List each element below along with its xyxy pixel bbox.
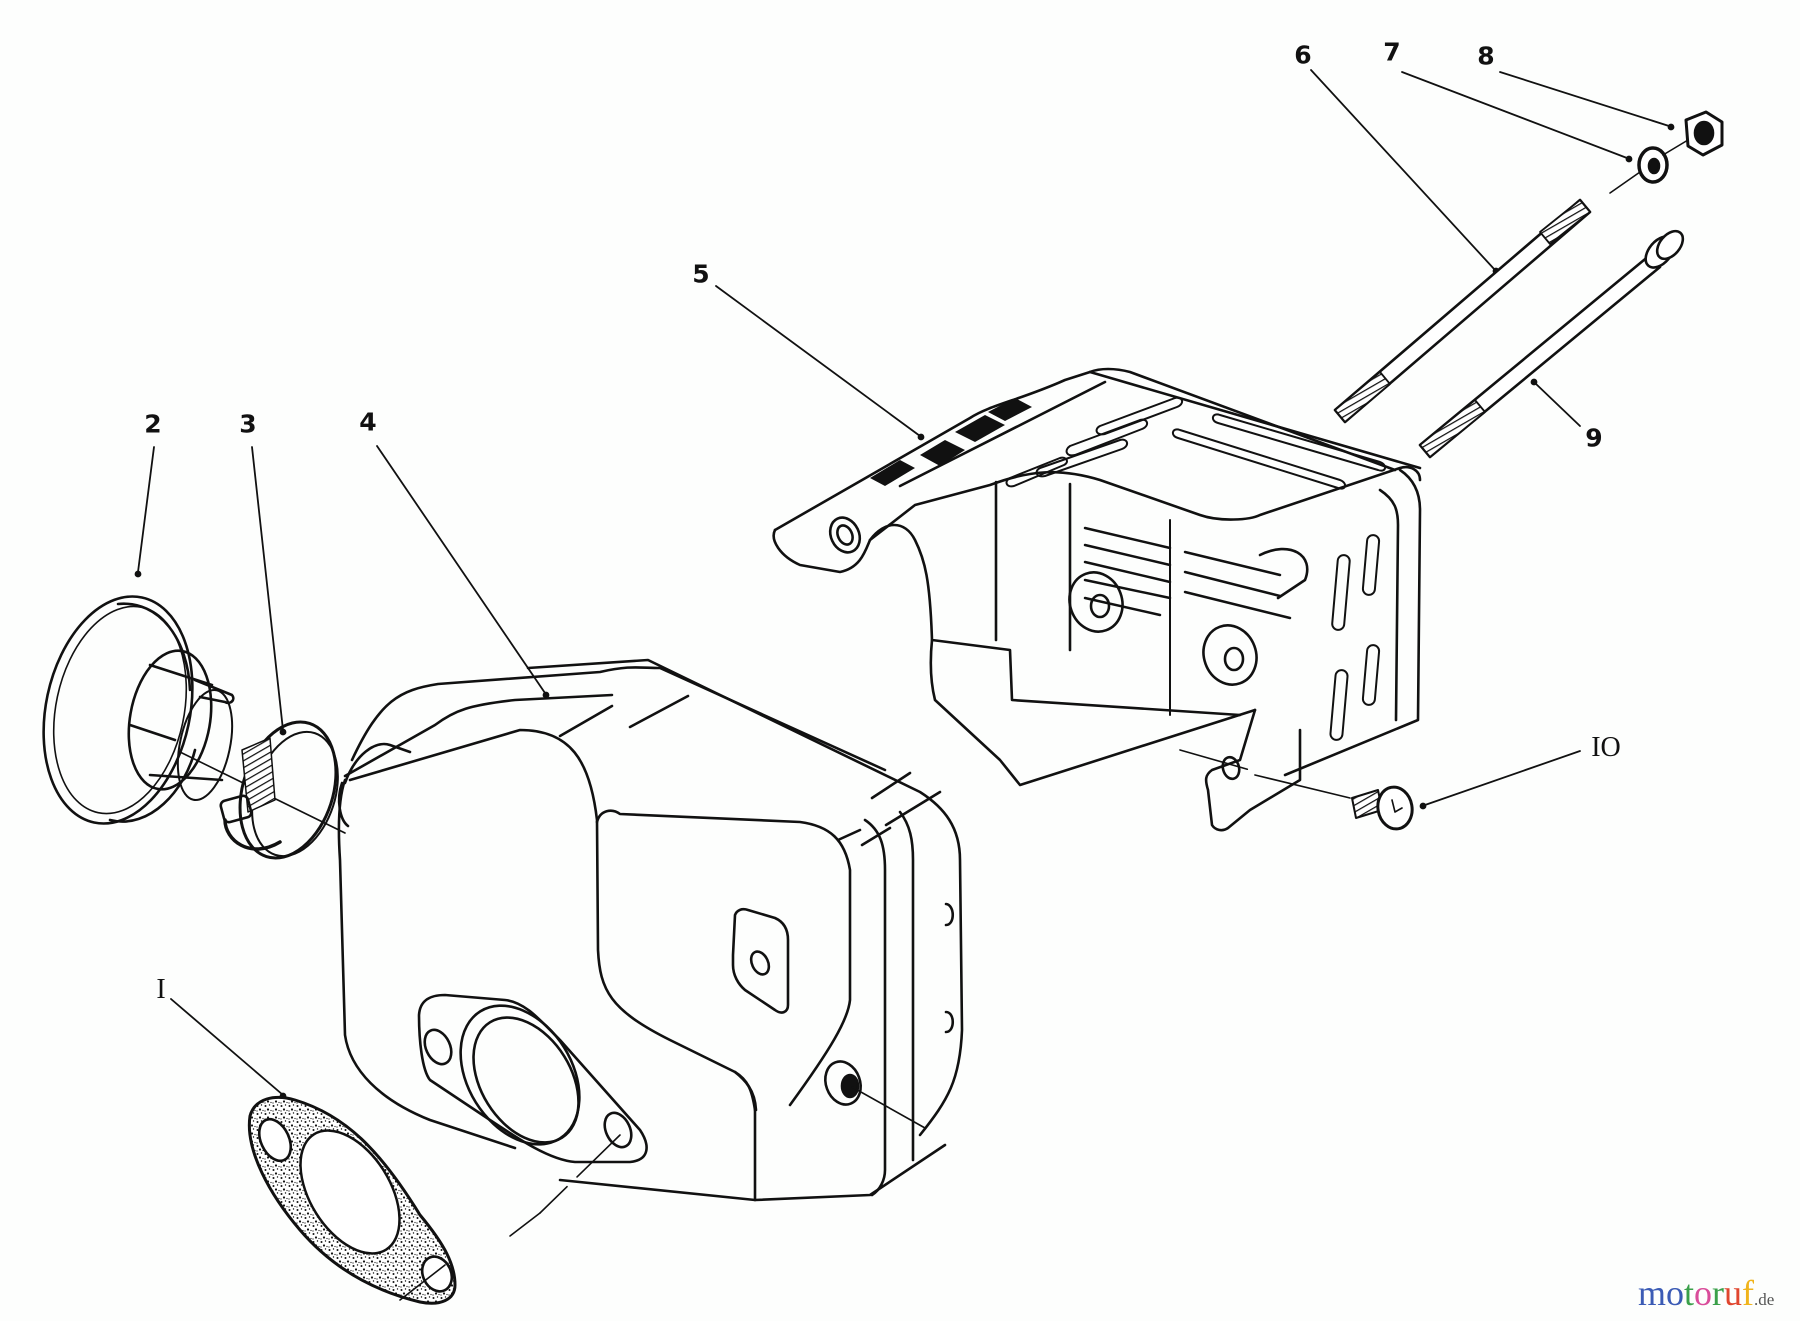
watermark-letter: o <box>1694 1273 1713 1313</box>
part-1-gasket <box>247 1095 457 1305</box>
watermark-letter: u <box>1724 1273 1743 1313</box>
motoruf-watermark-logo: motoruf.de <box>1638 1272 1774 1314</box>
callout-8: 8 <box>1477 41 1495 71</box>
watermark-letter: f <box>1742 1273 1755 1313</box>
watermark-tld: .de <box>1754 1290 1775 1309</box>
callout-6: 6 <box>1294 40 1312 70</box>
callout-9: 9 <box>1585 423 1603 453</box>
part-10-screw <box>1351 785 1414 831</box>
watermark-letter: o <box>1666 1273 1685 1313</box>
leader-lines <box>134 69 1675 1100</box>
part-8-hex-nut <box>1684 110 1724 157</box>
callout-2: 2 <box>144 409 162 439</box>
part-2-deflector <box>42 595 346 834</box>
part-6-stud <box>1333 198 1592 424</box>
callout-1: I <box>156 974 166 1005</box>
part-4-muffler <box>337 658 964 1237</box>
watermark-letter: t <box>1684 1273 1695 1313</box>
part-7-washer <box>1609 139 1689 194</box>
part-5-heat-shield <box>772 367 1422 832</box>
watermark-letter: m <box>1638 1273 1667 1313</box>
callout-3: 3 <box>239 409 257 439</box>
callout-10: IO <box>1591 732 1621 763</box>
watermark-letter: r <box>1712 1273 1725 1313</box>
part-9-bolt <box>1418 229 1685 459</box>
part-3-hose-clamp <box>219 720 339 860</box>
callout-5: 5 <box>692 259 710 289</box>
callout-4: 4 <box>359 407 377 437</box>
callout-7: 7 <box>1383 37 1401 67</box>
